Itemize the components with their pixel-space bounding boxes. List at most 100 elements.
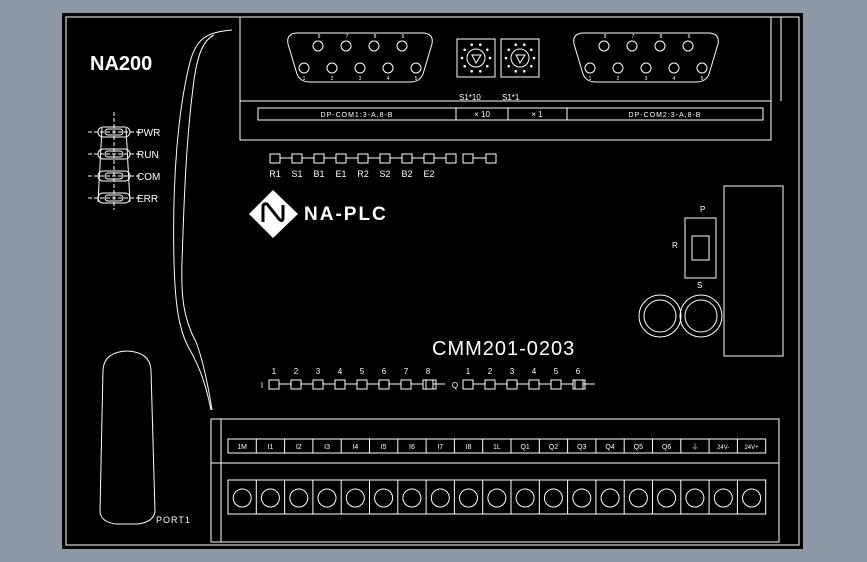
db9-pin xyxy=(598,40,610,52)
terminal-screw[interactable] xyxy=(459,488,478,508)
part-number: CMM201-0203 xyxy=(432,338,575,360)
output-led xyxy=(574,379,586,390)
potentiometer-2[interactable] xyxy=(679,294,723,338)
terminal-screw[interactable] xyxy=(572,488,592,508)
output-number-label: 6 xyxy=(576,367,581,376)
db9-pin-label: 7 xyxy=(346,34,349,40)
housing-curve-inner xyxy=(181,34,215,411)
input-number-label: 2 xyxy=(294,367,299,376)
potentiometer-1[interactable] xyxy=(638,294,682,338)
terminal-screw[interactable] xyxy=(402,488,422,508)
dial-tick xyxy=(470,70,474,73)
terminal-screw[interactable] xyxy=(374,488,394,508)
db9-pin xyxy=(640,62,652,74)
db9-pin-label: 3 xyxy=(359,76,362,82)
dial-tick xyxy=(504,56,508,60)
na-plc-logo-icon xyxy=(249,190,298,238)
terminal-label: 24V+ xyxy=(744,445,759,451)
db9-pin-label: 2 xyxy=(617,76,620,82)
switch-r-label: R xyxy=(672,241,678,250)
status-led xyxy=(485,153,497,164)
db9-pin xyxy=(382,62,394,74)
switch-label-x10: S1*10 xyxy=(459,93,481,102)
terminal-label: 1M xyxy=(237,444,247,451)
port1-connector[interactable] xyxy=(99,350,156,525)
terminal-screw[interactable] xyxy=(742,488,762,508)
db9-pin-label: 2 xyxy=(331,76,334,82)
db9-pin-label: 7 xyxy=(632,34,635,40)
rotary-switch-x10[interactable] xyxy=(456,38,496,78)
indicator-label-pwr: PWR xyxy=(137,128,160,139)
db9-pin-label: 8 xyxy=(660,34,663,40)
port-label-strip xyxy=(257,107,764,121)
output-number-label: 5 xyxy=(554,367,559,376)
terminal-screw-strip xyxy=(227,479,767,515)
output-number-label: 2 xyxy=(488,367,493,376)
db9-pin xyxy=(396,40,408,52)
status-led-label-e1: E1 xyxy=(335,169,346,179)
indicator-label-err: ERR xyxy=(137,194,158,205)
top-port-block xyxy=(239,16,772,141)
terminal-screw[interactable] xyxy=(487,488,507,508)
run-stop-switch-knob[interactable] xyxy=(691,235,710,261)
dial-tick xyxy=(463,48,467,52)
dial-tick xyxy=(479,70,482,73)
terminal-screw[interactable] xyxy=(345,488,365,508)
dial-tick xyxy=(530,48,533,52)
housing-curve xyxy=(173,29,233,411)
terminal-screw[interactable] xyxy=(289,488,309,508)
input-number-label: 8 xyxy=(426,367,431,376)
terminal-screw[interactable] xyxy=(317,488,337,508)
db9-pin xyxy=(312,40,324,52)
output-number-label: 4 xyxy=(532,367,537,376)
db9-pin-label: 8 xyxy=(374,34,377,40)
terminal-screw[interactable] xyxy=(600,488,620,508)
logo-text: NA-PLC xyxy=(304,204,388,225)
terminal-label: Q2 xyxy=(549,444,558,451)
db9-pin xyxy=(340,40,352,52)
dial-tick xyxy=(514,43,517,46)
db9-pin-label: 5 xyxy=(701,76,704,82)
terminal-screw[interactable] xyxy=(515,488,535,508)
terminal-screw[interactable] xyxy=(685,488,705,508)
db9-pin xyxy=(626,40,638,52)
run-stop-switch[interactable] xyxy=(684,217,717,279)
terminal-screw[interactable] xyxy=(657,488,677,508)
terminal-screw[interactable] xyxy=(232,488,252,508)
input-number-label: 4 xyxy=(338,367,343,376)
db9-pin xyxy=(354,62,366,74)
db9-pin-label: 9 xyxy=(318,34,321,40)
terminal-label: Q4 xyxy=(605,444,614,451)
terminal-screw[interactable] xyxy=(628,488,648,508)
dial-tick xyxy=(470,43,474,46)
output-number-label: 3 xyxy=(510,367,515,376)
db9-pin xyxy=(668,62,680,74)
db9-pin-label: 4 xyxy=(673,76,676,82)
terminal-screw[interactable] xyxy=(543,488,563,508)
terminal-label: I4 xyxy=(352,444,358,451)
dial-tick xyxy=(507,64,511,68)
switch-label-x1: S1*1 xyxy=(502,93,520,102)
terminal-screw[interactable] xyxy=(430,488,450,508)
terminal-label: Q5 xyxy=(634,444,643,451)
terminal-label: I1 xyxy=(268,444,274,451)
x1-label: × 1 xyxy=(531,110,543,119)
status-led-label-b1: B1 xyxy=(313,169,324,179)
dial-tick xyxy=(460,56,464,60)
rotary-switch-x1[interactable] xyxy=(500,38,540,78)
dp-com1-label: DP-COM1:3-A,8-B xyxy=(321,112,394,119)
db9-pin-label: 6 xyxy=(402,34,405,40)
db9-pin xyxy=(654,40,666,52)
terminal-label: I3 xyxy=(324,444,330,451)
terminal-screw[interactable] xyxy=(260,488,280,508)
terminal-label: I2 xyxy=(296,444,302,451)
db9-pin xyxy=(298,62,310,74)
terminal-label: I6 xyxy=(409,444,415,451)
terminal-screw[interactable] xyxy=(713,488,733,508)
